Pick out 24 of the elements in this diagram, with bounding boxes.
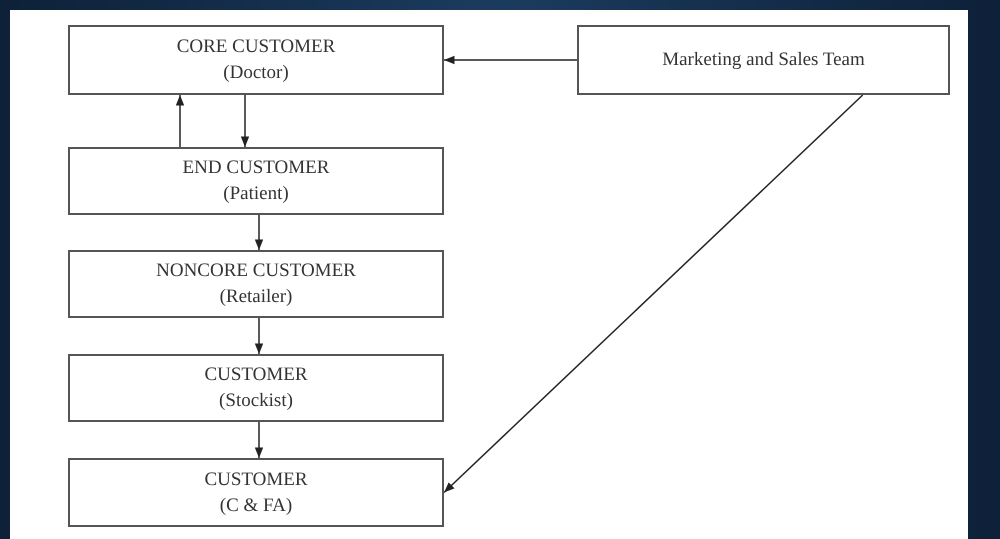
arrow (176, 95, 184, 147)
process-box (577, 25, 950, 95)
process-box (68, 147, 444, 215)
box-title: END CUSTOMER (182, 156, 330, 180)
box-title: CUSTOMER (204, 363, 308, 387)
arrow (444, 56, 577, 64)
box-title: Marketing and Sales Team (662, 48, 865, 72)
box-subtitle: (Patient) (223, 182, 289, 206)
arrow (254, 318, 264, 354)
box-subtitle: (C & FA) (220, 494, 292, 518)
process-box (68, 25, 444, 95)
box-subtitle: (Retailer) (220, 285, 292, 309)
process-box (68, 250, 444, 318)
box-subtitle: (Stockist) (219, 389, 293, 413)
box-title: CUSTOMER (204, 468, 308, 492)
box-title: NONCORE CUSTOMER (156, 259, 356, 283)
box-title: CORE CUSTOMER (176, 35, 336, 59)
box-subtitle: (Doctor) (223, 61, 289, 85)
process-box (68, 354, 444, 422)
process-box (68, 458, 444, 527)
arrow (254, 215, 264, 250)
arrow (240, 95, 250, 147)
arrow (443, 94, 864, 494)
arrow (254, 422, 264, 458)
